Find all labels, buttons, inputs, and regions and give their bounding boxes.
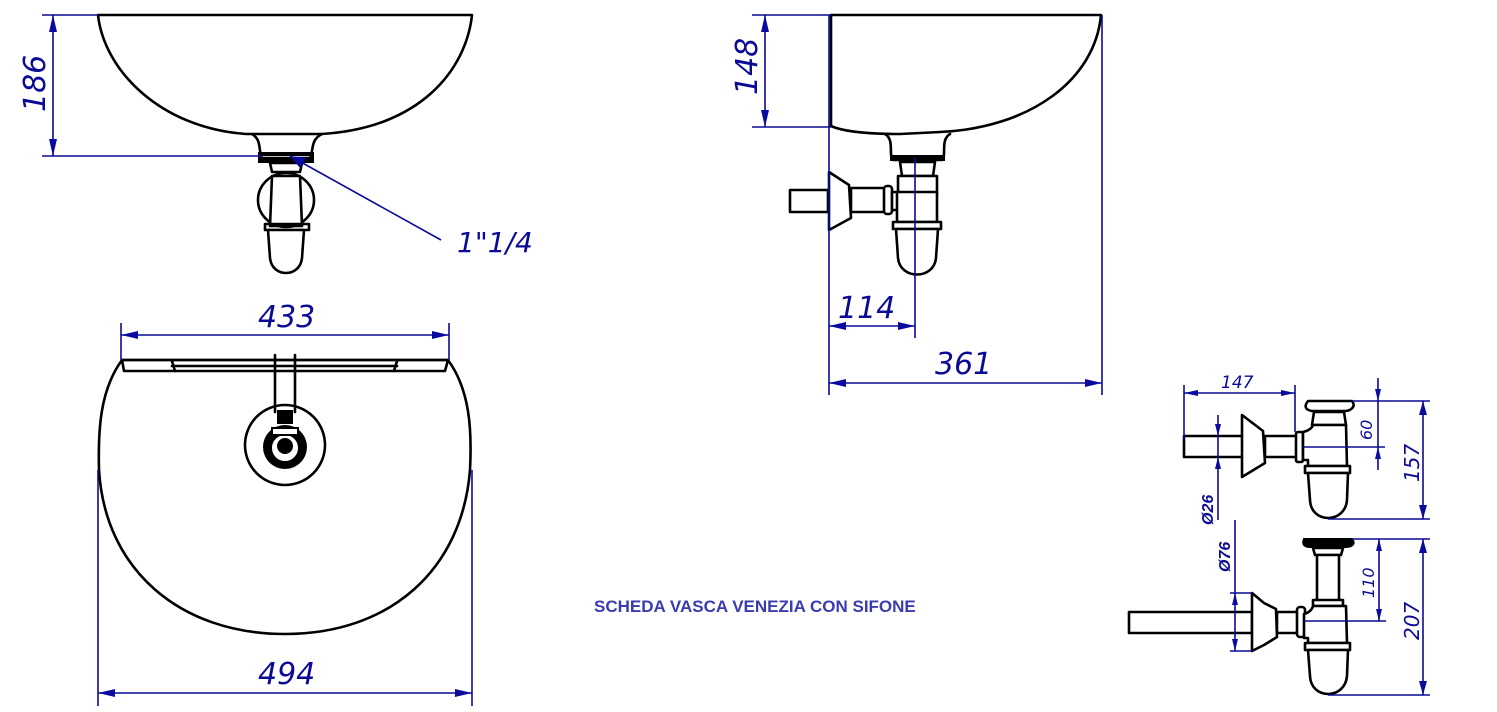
drain-ring [258,152,314,163]
trap-cup-side [894,227,940,276]
basin-plan-outline [97,358,472,636]
trap-cup [266,228,306,275]
basin-front-outline [96,13,474,136]
dim-186: 186 [18,55,53,112]
sheet-title: SCHEDA VASCA VENEZIA CON SIFONE [594,597,916,616]
dim-148: 148 [730,38,765,95]
dim-60: 60 [1357,420,1376,440]
front-elevation-view: 186 1"1/4 [18,13,533,275]
dim-157: 157 [1400,444,1424,482]
wall-pipe [788,188,830,214]
dim-361: 361 [935,347,992,382]
rear-edge [120,358,450,373]
dim-147: 147 [1221,373,1254,393]
siphon-short-view: 147 Ø26 60 157 [1182,373,1430,525]
dim-110: 110 [1359,567,1378,598]
dim-433: 433 [258,300,315,335]
basin-side-outline [829,13,1103,136]
dim-207: 207 [1400,602,1424,640]
wall-escutcheon [827,170,853,232]
dim-drain-thread: 1"1/4 [457,226,533,259]
dim-494: 494 [258,657,315,692]
dim-114: 114 [838,291,895,326]
trap-body-side [895,190,939,224]
trap-neck [268,161,304,174]
dim-pipe-diameter: Ø26 [1200,495,1217,525]
side-elevation-view: 148 114 361 [730,13,1103,395]
trap-body [268,174,304,228]
dim-flange-diameter: Ø76 [1217,542,1234,572]
plan-view: 433 494 [97,300,473,706]
siphon-tall-view: Ø76 110 207 [1127,520,1430,696]
drain-collar [250,132,324,160]
drain-flange [243,403,327,487]
